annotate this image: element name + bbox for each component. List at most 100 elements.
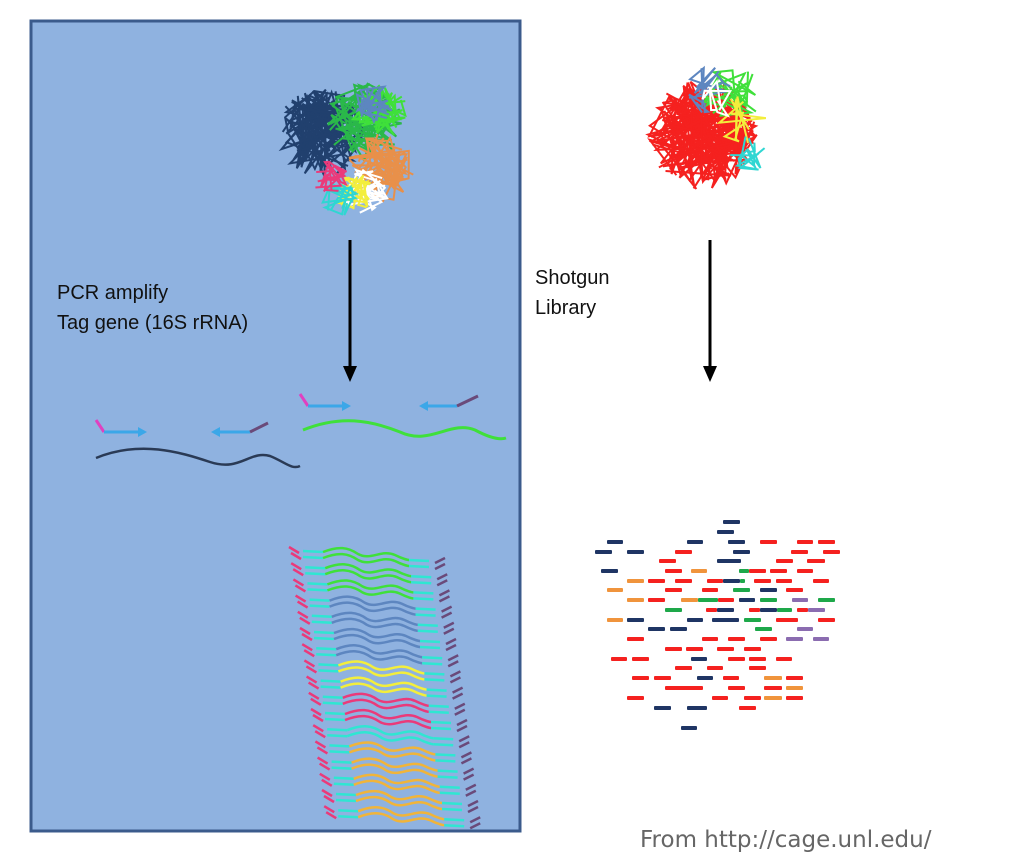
amplicon: [303, 649, 459, 668]
sequence-read: [691, 569, 707, 573]
primer-right: [411, 580, 432, 585]
reverse-primer-tag: [458, 741, 470, 749]
sequence-read: [607, 588, 623, 592]
dna-strand: [288, 120, 336, 172]
reverse-primer-tag: [460, 751, 472, 759]
amplicon: [310, 697, 466, 716]
tag-gene-label: Tag gene (16S rRNA): [57, 312, 248, 334]
forward-primer-tag: [305, 675, 318, 684]
sequence-read: [632, 657, 649, 661]
sequence-read: [776, 559, 793, 563]
sequence-read: [712, 696, 728, 700]
forward-primer-tag: [310, 707, 322, 717]
sequence-read: [760, 540, 777, 544]
sequence-read: [595, 550, 612, 554]
sequence-read: [607, 540, 623, 544]
sequence-read: [776, 579, 792, 583]
forward-primer-tag: [312, 713, 324, 723]
amplicon-sequence: [337, 666, 425, 681]
forward-primer-tag: [321, 778, 333, 787]
primer-right: [424, 678, 445, 682]
sequence-read: [675, 666, 692, 670]
dna-strand: [688, 65, 728, 109]
primer-left: [338, 814, 359, 819]
forward-primer-tag: [307, 681, 320, 690]
reverse-primer-tag: [465, 789, 477, 797]
amplicon-sequence: [344, 714, 432, 730]
sequence-read: [764, 686, 782, 690]
template-strand-navy: [94, 419, 301, 469]
primer-right: [415, 607, 436, 611]
primer-left: [333, 782, 354, 787]
library-label: Library: [535, 297, 596, 319]
reverse-primer-tag: [460, 757, 472, 765]
sequence-read: [786, 686, 803, 690]
amplicon: [297, 610, 455, 629]
amplicon: [305, 665, 461, 684]
amplicon-bundle: [288, 545, 481, 830]
sequence-read: [675, 579, 692, 583]
primer-left: [327, 727, 348, 732]
primer-left: [305, 571, 326, 576]
sequence-read: [627, 550, 644, 554]
sequence-read: [717, 608, 734, 612]
reverse-primer-tag: [449, 676, 461, 684]
sequence-read: [739, 706, 756, 710]
amplicon: [305, 675, 464, 694]
primer-right: [435, 759, 456, 763]
sequence-read: [627, 696, 644, 700]
community-dna-tangle-right: [645, 65, 767, 190]
sequence-read: [813, 637, 829, 641]
amplicon-sequence: [342, 698, 429, 714]
primer-right: [437, 769, 458, 773]
sequence-read: [786, 696, 803, 700]
reverse-primer-tag: [467, 799, 479, 808]
sequence-read: [818, 598, 835, 602]
amplicon-sequence: [324, 569, 412, 584]
amplicon: [323, 805, 481, 824]
primer-left: [331, 760, 352, 764]
sequence-read: [691, 657, 707, 661]
sequence-read: [797, 627, 813, 631]
amplicon: [321, 788, 479, 808]
primer-left: [329, 744, 350, 748]
arrow-down-left: [343, 240, 357, 382]
primer-right: [441, 807, 463, 812]
sequence-read: [728, 637, 745, 641]
sequence-read: [760, 588, 777, 592]
amplicon: [299, 626, 457, 646]
primer-left: [311, 620, 332, 625]
primer-left: [316, 646, 337, 651]
primer-left: [324, 711, 346, 716]
primer-left: [329, 750, 350, 754]
amplicon: [312, 724, 470, 743]
sequence-read: [654, 706, 671, 710]
amplicon: [299, 616, 455, 635]
primer-left: [307, 588, 328, 592]
primer-left: [316, 652, 337, 657]
sequence-read: [712, 618, 739, 622]
amplicon: [319, 772, 477, 791]
reverse-primer-tag: [438, 589, 450, 597]
reverse-primer-tag: [463, 767, 475, 775]
sequence-read: [687, 618, 703, 622]
sequence-read: [755, 627, 772, 631]
primer-left: [320, 679, 341, 683]
sequence-read: [786, 637, 803, 641]
amplicon-sequence: [322, 546, 410, 562]
dna-strand: [737, 136, 762, 169]
reverse-primer-tag: [447, 654, 459, 662]
reverse-primer-tag: [441, 611, 453, 619]
sequence-read: [797, 540, 813, 544]
sequence-read: [749, 666, 766, 670]
sequence-read: [818, 618, 835, 622]
primer-right: [413, 597, 434, 601]
amplicon-sequence: [335, 650, 423, 665]
reverse-primer-tag: [452, 692, 464, 700]
reverse-primer-tag: [469, 822, 481, 830]
primer-right: [419, 639, 441, 644]
reverse-primer-tag: [443, 621, 455, 629]
sequence-read: [686, 647, 703, 651]
sequence-read: [813, 579, 829, 583]
amplicon: [325, 811, 481, 830]
